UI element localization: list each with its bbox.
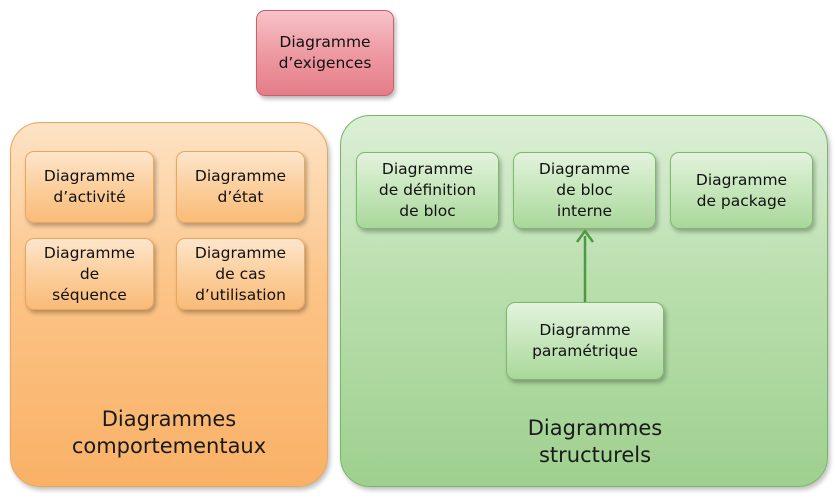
requirements-diagram-box: Diagramme d’exigences [256, 10, 394, 96]
structural-group-title: Diagrammes structurels [527, 416, 663, 467]
internal-block-diagram-box: Diagramme de bloc interne [513, 152, 656, 229]
block-definition-diagram-box: Diagramme de définition de bloc [356, 152, 499, 229]
sequence-diagram-box: Diagramme de séquence [25, 238, 154, 310]
state-diagram-box: Diagramme d’état [176, 151, 305, 223]
behavioral-group-title: Diagrammes comportementaux [71, 407, 267, 458]
package-diagram-box: Diagramme de package [670, 152, 813, 229]
use-case-diagram-box: Diagramme de cas d’utilisation [176, 238, 305, 310]
parametric-diagram-box: Diagramme paramétrique [506, 302, 664, 380]
activity-diagram-box: Diagramme d’activité [25, 151, 154, 223]
